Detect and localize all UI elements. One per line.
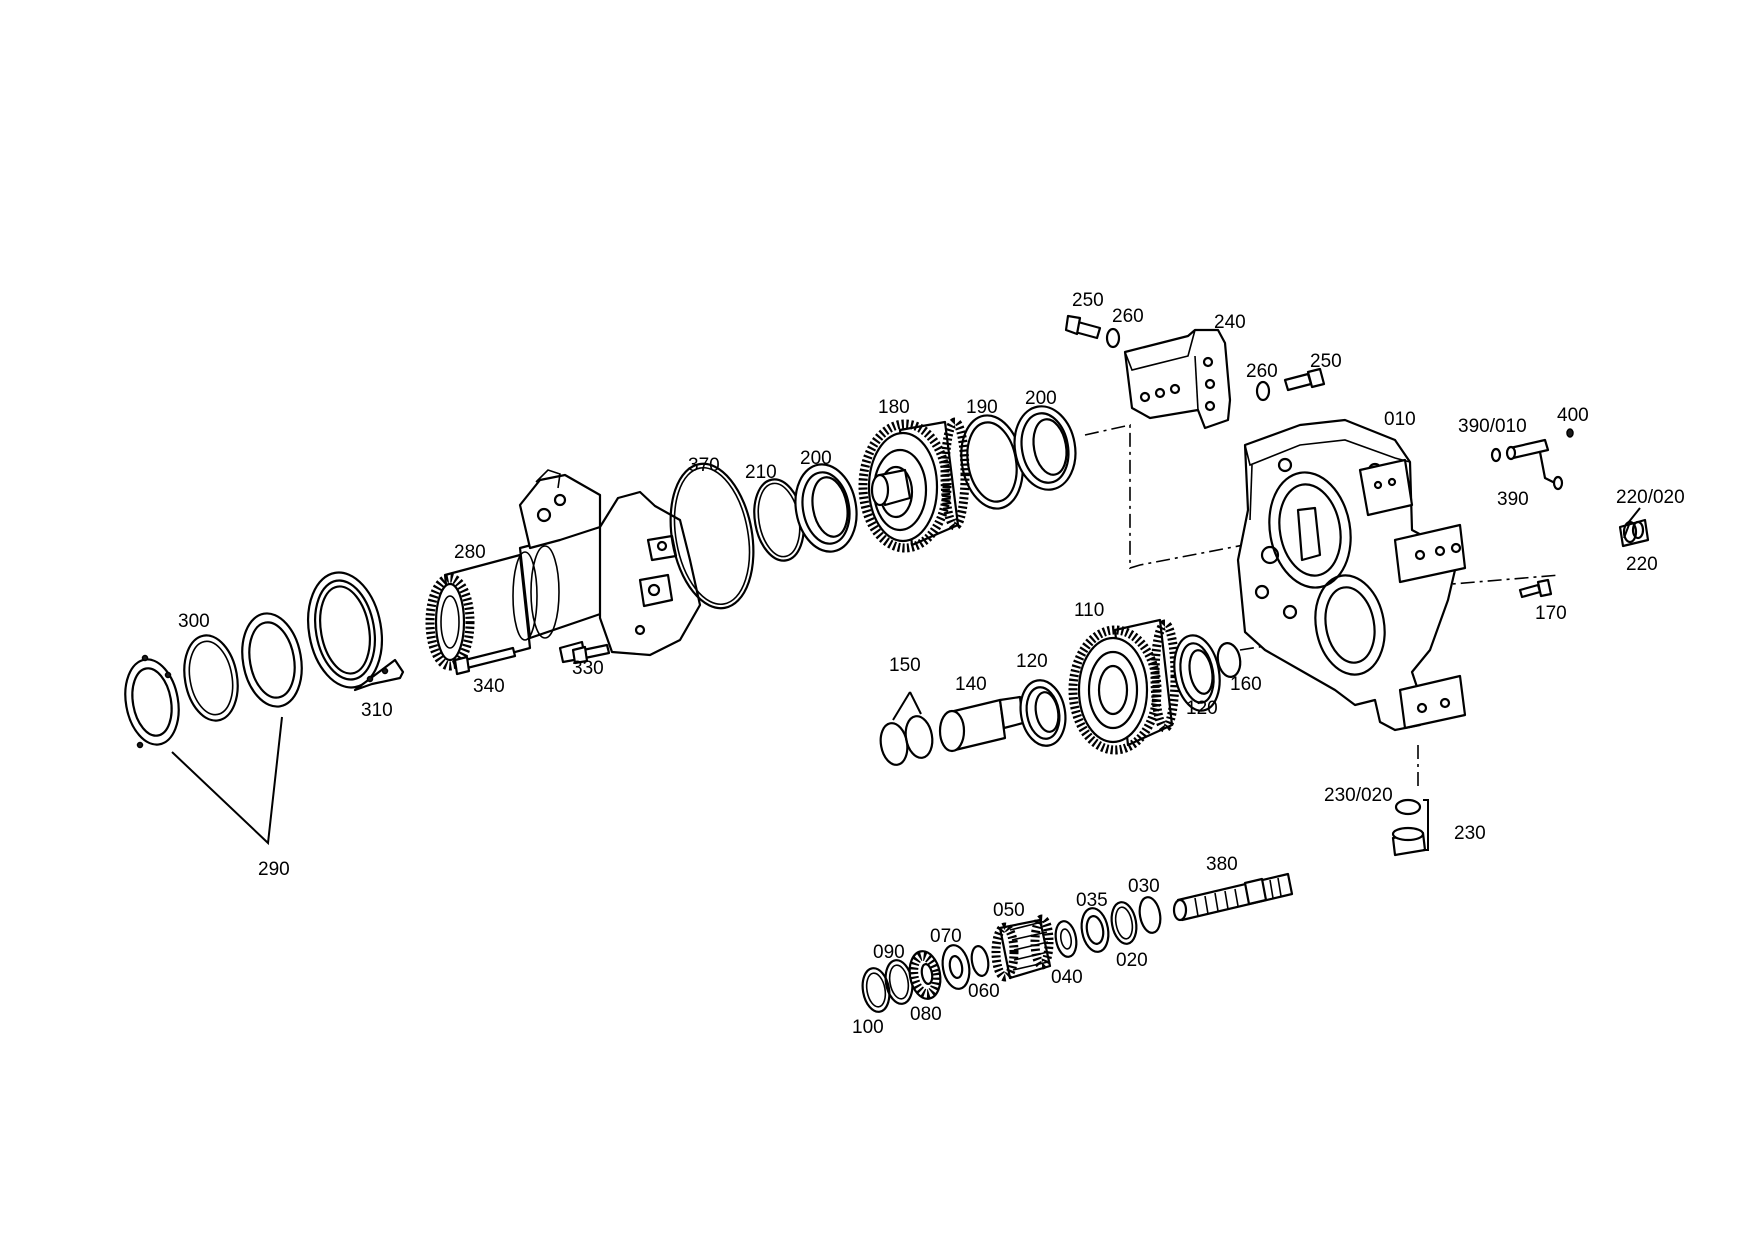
label-150: 150	[889, 655, 921, 676]
label-040: 040	[1051, 967, 1083, 988]
label-380: 380	[1206, 854, 1238, 875]
label-280: 280	[454, 542, 486, 563]
label-250-lower: 250	[1310, 351, 1342, 372]
part-030-snap-ring	[1138, 896, 1162, 934]
part-170-bolt	[1518, 578, 1553, 599]
label-310: 310	[361, 700, 393, 721]
part-280-wheel-hub-carrier	[425, 469, 702, 671]
label-170: 170	[1535, 603, 1567, 624]
part-390-breather-pipe	[1505, 438, 1564, 491]
part-140-planet-pin	[938, 695, 1025, 753]
label-340: 340	[473, 676, 505, 697]
label-035: 035	[1076, 890, 1108, 911]
part-340-bolt	[453, 646, 517, 676]
label-210: 210	[745, 462, 777, 483]
label-090: 090	[873, 942, 905, 963]
part-080-bearing	[908, 950, 942, 1000]
part-230-010-o-ring	[1394, 798, 1422, 816]
label-190: 190	[966, 397, 998, 418]
part-230-plug	[1391, 799, 1429, 857]
label-200-right: 200	[1025, 388, 1057, 409]
label-390-010: 390/010	[1458, 416, 1527, 437]
label-290: 290	[258, 859, 290, 880]
part-260-washer-upper	[1105, 327, 1121, 349]
label-300: 300	[178, 611, 210, 632]
label-080: 080	[910, 1004, 942, 1025]
part-200-bearing-left	[794, 463, 858, 553]
part-240-bracket	[1123, 328, 1232, 430]
label-180: 180	[878, 397, 910, 418]
label-030: 030	[1128, 876, 1160, 897]
label-390: 390	[1497, 489, 1529, 510]
part-050-sun-gear	[991, 914, 1054, 982]
label-230: 230	[1454, 823, 1486, 844]
part-200-bearing-right	[1013, 405, 1077, 491]
part-400-nut	[1566, 428, 1574, 438]
part-110-planet-gear	[1068, 618, 1180, 755]
part-220-plug	[1618, 507, 1650, 548]
part-010-axle-housing	[1236, 418, 1467, 732]
label-260-lower: 260	[1246, 361, 1278, 382]
label-240: 240	[1214, 312, 1246, 333]
label-220-020: 220/020	[1616, 487, 1685, 508]
label-100: 100	[852, 1017, 884, 1038]
label-220: 220	[1626, 554, 1658, 575]
label-010: 010	[1384, 409, 1416, 430]
part-060-ring	[970, 945, 990, 977]
part-100-ring	[861, 967, 891, 1013]
part-390-010-washer	[1490, 447, 1502, 463]
part-020-ring	[1110, 901, 1138, 945]
label-020: 020	[1116, 950, 1148, 971]
part-380-drive-shaft	[1172, 872, 1294, 922]
leader-lines	[171, 521, 1631, 846]
part-120-bearing-left	[1019, 679, 1067, 747]
label-400: 400	[1557, 405, 1589, 426]
part-290-ring-inner	[241, 612, 303, 708]
part-260-washer-lower	[1255, 380, 1271, 402]
part-035-ring	[1080, 907, 1110, 953]
part-040-washer	[1054, 920, 1078, 958]
part-290-snap-ring-outer	[124, 654, 180, 749]
label-120-right: 120	[1186, 698, 1218, 719]
part-310-shaft-seal	[307, 571, 405, 692]
part-250-bolt-lower	[1283, 367, 1326, 392]
label-250-upper: 250	[1072, 290, 1104, 311]
label-260-upper: 260	[1112, 306, 1144, 327]
part-250-bolt-upper	[1064, 314, 1102, 340]
part-300-ring	[183, 634, 239, 722]
part-330-bolt	[571, 643, 611, 665]
label-060: 060	[968, 981, 1000, 1002]
label-160: 160	[1230, 674, 1262, 695]
label-070: 070	[930, 926, 962, 947]
part-150-o-rings	[879, 715, 934, 766]
part-160-snap-ring	[1216, 642, 1242, 678]
label-140: 140	[955, 674, 987, 695]
label-370: 370	[688, 455, 720, 476]
label-200-left: 200	[800, 448, 832, 469]
label-330: 330	[572, 658, 604, 679]
part-120-bearing-right	[1173, 634, 1221, 712]
part-070-washer	[941, 944, 971, 990]
part-number-labels: 010 020 030 035 040 050 060 070 080 090 …	[178, 290, 1685, 1038]
part-180-ring-gear	[858, 417, 970, 553]
label-230-020: 230/020	[1324, 785, 1393, 806]
label-110: 110	[1074, 600, 1104, 621]
label-120-left: 120	[1016, 651, 1048, 672]
label-050: 050	[993, 900, 1025, 921]
part-370-o-ring	[669, 462, 755, 610]
